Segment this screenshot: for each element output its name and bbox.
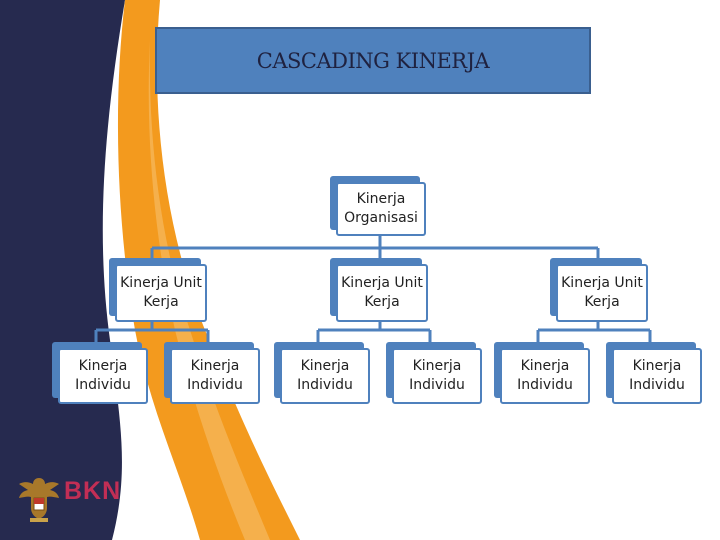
connector-lines	[94, 236, 652, 346]
garuda-emblem-icon	[19, 478, 59, 522]
node-label: Kinerja Organisasi	[336, 182, 426, 236]
node-organisasi: Kinerja Organisasi	[330, 176, 426, 236]
node-label: Kinerja Individu	[392, 348, 482, 404]
node-label: Kinerja Unit Kerja	[336, 264, 428, 322]
node-individu: Kinerja Individu	[274, 342, 370, 404]
diagram-title: CASCADING KINERJA	[256, 48, 490, 73]
node-individu: Kinerja Individu	[164, 342, 260, 404]
node-label: Kinerja Unit Kerja	[115, 264, 207, 322]
logo-text: BKN	[64, 477, 122, 505]
navy-band	[0, 0, 125, 540]
node-individu: Kinerja Individu	[606, 342, 702, 404]
node-individu: Kinerja Individu	[52, 342, 148, 404]
node-unit-kerja: Kinerja Unit Kerja	[330, 258, 428, 322]
node-label: Kinerja Individu	[170, 348, 260, 404]
node-label: Kinerja Individu	[500, 348, 590, 404]
node-individu: Kinerja Individu	[386, 342, 482, 404]
node-label: Kinerja Individu	[612, 348, 702, 404]
bkn-logo: BKN	[16, 472, 216, 524]
orange-swoosh	[117, 0, 300, 540]
title-box: CASCADING KINERJA	[155, 27, 591, 94]
node-label: Kinerja Individu	[58, 348, 148, 404]
node-individu: Kinerja Individu	[494, 342, 590, 404]
node-unit-kerja: Kinerja Unit Kerja	[109, 258, 207, 322]
node-label: Kinerja Unit Kerja	[556, 264, 648, 322]
node-label: Kinerja Individu	[280, 348, 370, 404]
node-unit-kerja: Kinerja Unit Kerja	[550, 258, 648, 322]
